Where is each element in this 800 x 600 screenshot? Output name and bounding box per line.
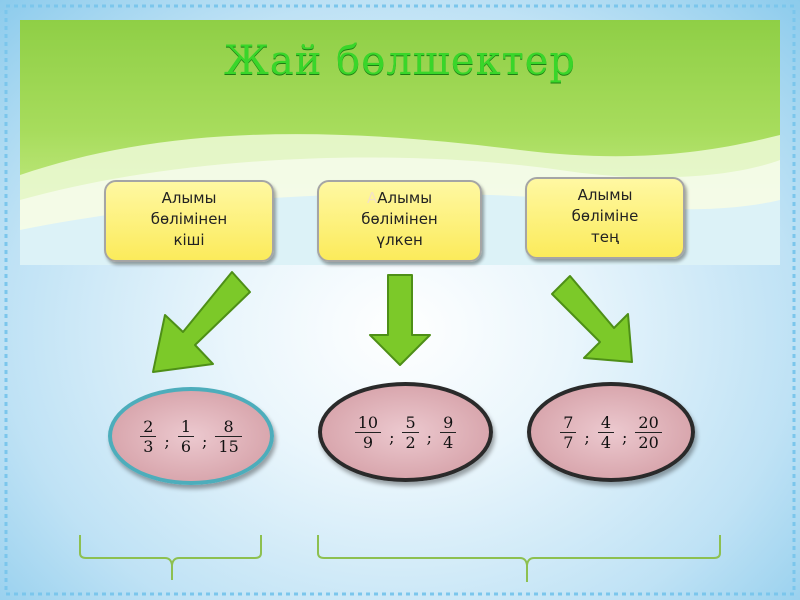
brace-right-icon [318, 535, 720, 582]
brace-left-icon [80, 535, 261, 580]
